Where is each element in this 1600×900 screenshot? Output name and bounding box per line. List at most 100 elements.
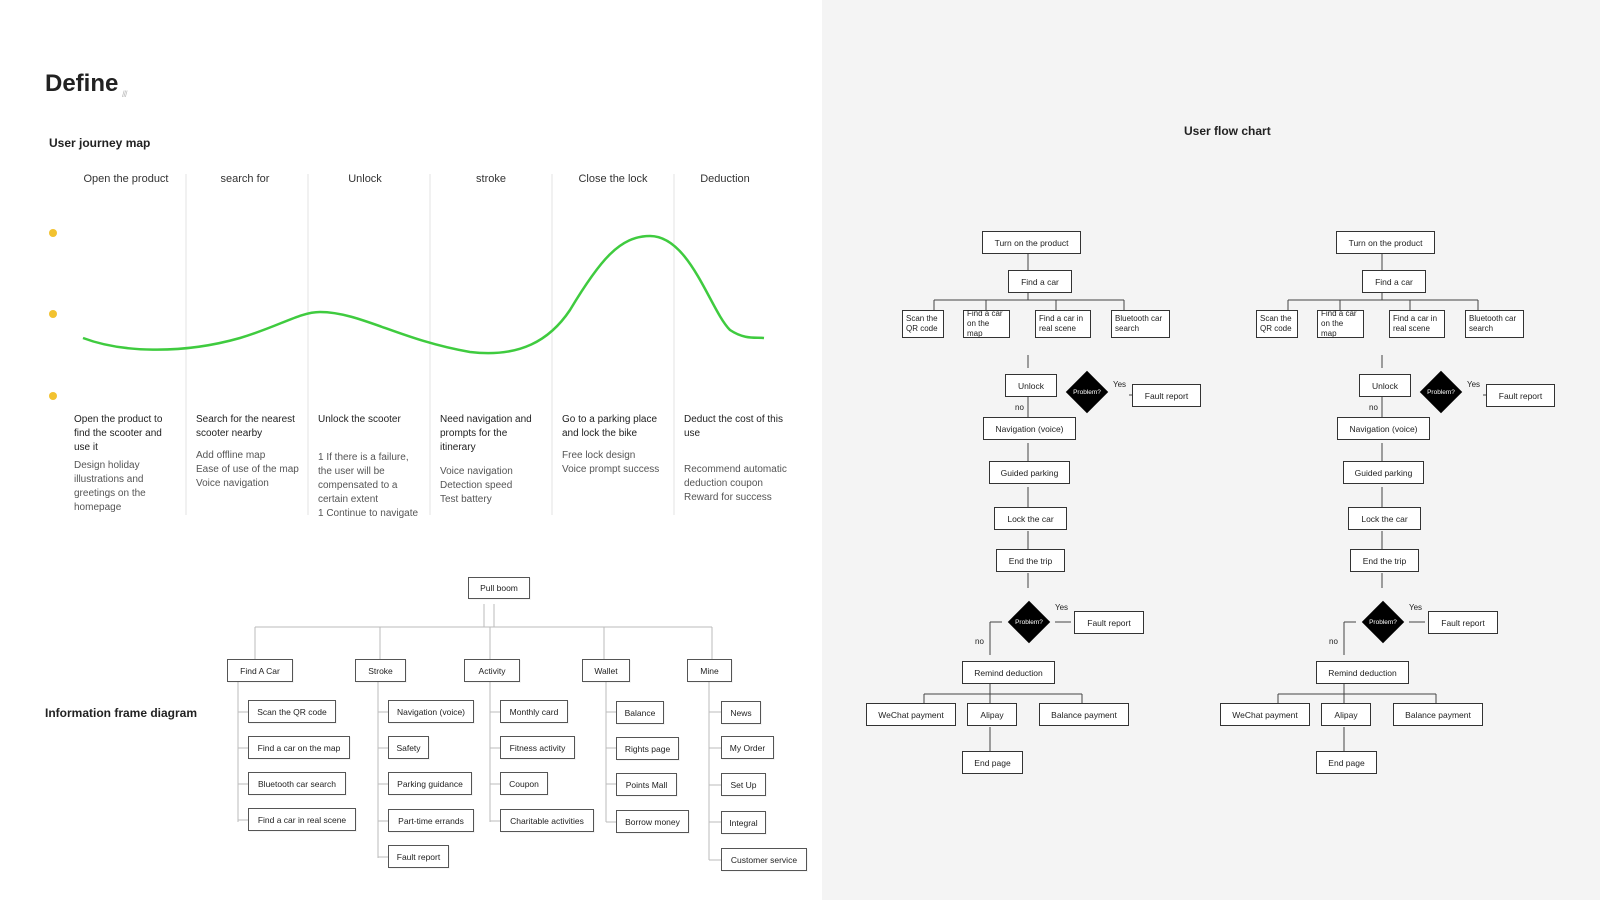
ia-item: Parking guidance <box>388 772 472 795</box>
flow-a-guided-parking: Guided parking <box>989 461 1070 484</box>
ia-item: Fitness activity <box>500 736 575 759</box>
flow-a-yes-1: Yes <box>1113 380 1127 389</box>
stage-desc-search: Search for the nearest scooter nearby Ad… <box>196 413 300 491</box>
stage-title-open-product: Open the product <box>83 173 169 185</box>
ia-item: Find a car in real scene <box>248 808 356 831</box>
flow-b-no-1: no <box>1369 403 1378 412</box>
stage-note: Reward for success <box>684 492 772 503</box>
flow-a-turn-on: Turn on the product <box>982 231 1081 254</box>
journey-map-graphic <box>82 174 765 515</box>
ia-group-mine: Mine <box>687 659 732 682</box>
stage-desc-close-lock: Go to a parking place and lock the bike … <box>562 413 666 477</box>
stage-desc-unlock: Unlock the scooter 1 If there is a failu… <box>318 413 422 521</box>
ia-connectors <box>237 604 721 861</box>
ia-item: Bluetooth car search <box>248 772 346 795</box>
ia-item: Integral <box>721 811 766 834</box>
stage-title-close-lock: Close the lock <box>578 173 648 185</box>
flow-a-fault-report-2: Fault report <box>1074 611 1144 634</box>
flowchart-panel <box>822 0 1600 900</box>
ia-group-find-a-car: Find A Car <box>227 659 293 682</box>
flow-b-fault-report-1: Fault report <box>1486 384 1555 407</box>
flow-a-payment: Balance payment <box>1039 703 1129 726</box>
stage-note: 1 If there is a failure, the user will b… <box>318 452 409 505</box>
flow-b-problem-label-1: Problem? <box>1427 389 1455 396</box>
flow-a-end-page: End page <box>962 751 1023 774</box>
flow-b-remind-deduction: Remind deduction <box>1316 661 1409 684</box>
flow-a-unlock: Unlock <box>1005 374 1057 397</box>
journey-map-label: User journey map <box>49 136 151 150</box>
ia-group-activity: Activity <box>464 659 520 682</box>
ia-item: Safety <box>388 736 429 759</box>
flow-b-guided-parking: Guided parking <box>1343 461 1424 484</box>
stage-title-stroke: stroke <box>476 173 506 185</box>
flow-a-payment: Alipay <box>967 703 1017 726</box>
stage-desc-open-product: Open the product to find the scooter and… <box>74 413 178 515</box>
flow-b-end-trip: End the trip <box>1350 549 1419 572</box>
stage-note: Design holiday illustrations and greetin… <box>74 460 146 513</box>
stage-main: Search for the nearest scooter nearby <box>196 414 295 439</box>
ia-item: Coupon <box>500 772 548 795</box>
stage-title-deduction: Deduction <box>700 173 750 185</box>
flow-b-option: Scan the QR code <box>1256 310 1298 338</box>
flow-b-turn-on: Turn on the product <box>1336 231 1435 254</box>
flow-b-yes-1: Yes <box>1467 380 1481 389</box>
flow-b-problem-label-2: Problem? <box>1369 619 1397 626</box>
stage-note: Recommend automatic deduction coupon <box>684 464 787 489</box>
ia-item: Set Up <box>721 773 766 796</box>
stage-note: Voice navigation <box>440 466 513 477</box>
flow-a-problem-label-2: Problem? <box>1015 619 1043 626</box>
flow-b-option: Bluetooth car search <box>1465 310 1524 338</box>
flow-a-end-trip: End the trip <box>996 549 1065 572</box>
neutral-face-icon <box>49 310 57 318</box>
ia-item: Balance <box>616 701 664 724</box>
happy-face-icon <box>49 229 57 237</box>
ia-item: News <box>721 701 761 724</box>
flow-a-problem-label-1: Problem? <box>1073 389 1101 396</box>
stage-desc-stroke: Need navigation and prompts for the itin… <box>440 413 544 507</box>
stage-note: Detection speed <box>440 480 513 491</box>
info-frame-label: Information frame diagram <box>45 706 198 720</box>
flow-a-option: Find a car in real scene <box>1035 310 1091 338</box>
stage-main: Go to a parking place and lock the bike <box>562 414 658 439</box>
flow-b-lock-car: Lock the car <box>1348 507 1421 530</box>
flow-a-option: Bluetooth car search <box>1111 310 1170 338</box>
sad-face-icon <box>49 392 57 400</box>
flow-a-option: Find a car on the map <box>963 309 1010 338</box>
flow-b-end-page: End page <box>1316 751 1377 774</box>
stage-note: Free lock design <box>562 450 636 461</box>
ia-item: Part-time errands <box>388 809 474 832</box>
ia-root: Pull boom <box>468 577 530 599</box>
stage-note: Test battery <box>440 494 492 505</box>
flow-chart-label: User flow chart <box>1184 124 1271 138</box>
flow-b-yes-2: Yes <box>1409 603 1423 612</box>
flow-b-unlock: Unlock <box>1359 374 1411 397</box>
stage-title-unlock: Unlock <box>348 173 382 185</box>
stage-desc-deduction: Deduct the cost of this use Recommend au… <box>684 413 788 505</box>
flow-b-payment: Alipay <box>1321 703 1371 726</box>
flow-a-lock-car: Lock the car <box>994 507 1067 530</box>
ia-item: Points Mall <box>616 773 677 796</box>
stage-main: Need navigation and prompts for the itin… <box>440 414 532 453</box>
ia-item: Find a car on the map <box>248 736 350 759</box>
ia-item: Rights page <box>616 737 679 760</box>
ia-item: Customer service <box>721 848 807 871</box>
ia-item: Navigation (voice) <box>388 700 474 723</box>
flow-b-payment: Balance payment <box>1393 703 1483 726</box>
ia-group-wallet: Wallet <box>582 659 630 682</box>
ia-item: Monthly card <box>500 700 568 723</box>
ia-item: Fault report <box>388 845 449 868</box>
flow-a-navigation: Navigation (voice) <box>983 417 1076 440</box>
flow-b-payment: WeChat payment <box>1220 703 1310 726</box>
flow-a-yes-2: Yes <box>1055 603 1069 612</box>
flow-b-option: Find a car in real scene <box>1389 310 1445 338</box>
stage-note: Ease of use of the map <box>196 464 299 475</box>
ia-group-stroke: Stroke <box>355 659 406 682</box>
stage-main: Open the product to find the scooter and… <box>74 414 163 453</box>
flow-a-no-1: no <box>1015 403 1024 412</box>
ia-item: Scan the QR code <box>248 700 336 723</box>
flow-b-find-car: Find a car <box>1362 270 1426 293</box>
flowchart-a-connectors <box>923 254 1141 751</box>
stage-note: 1 Continue to navigate <box>318 508 419 519</box>
stage-title-search: search for <box>220 173 270 185</box>
flow-a-no-2: no <box>975 637 984 646</box>
